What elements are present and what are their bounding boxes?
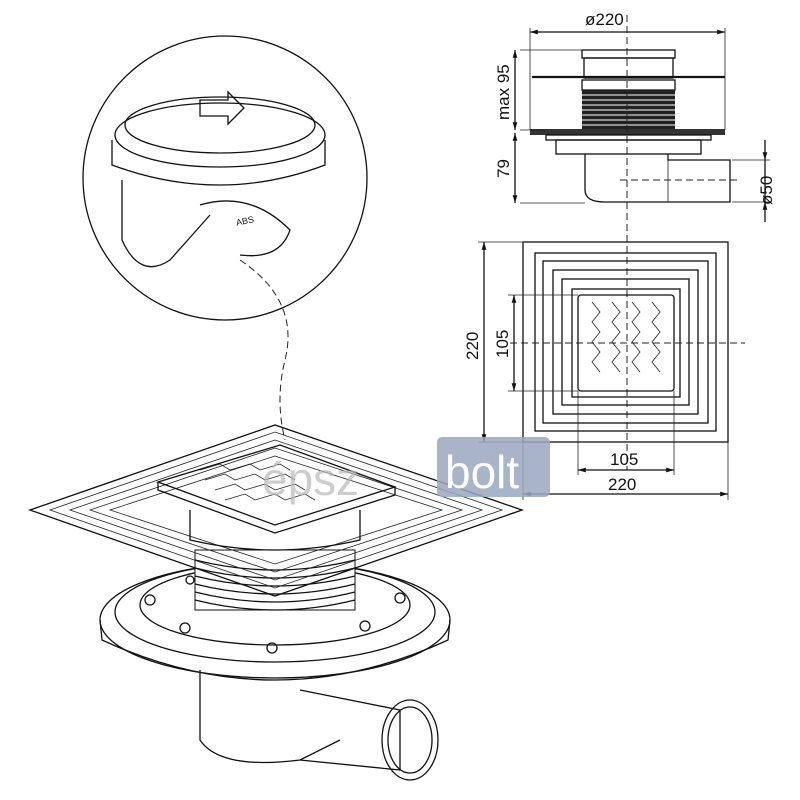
dimension-plan-width: 220 (608, 475, 636, 494)
dimension-grate-width: 105 (610, 450, 638, 469)
svg-text:bolt: bolt (445, 446, 519, 498)
detail-circle-trap: ABS (82, 35, 368, 441)
dimension-outlet-diameter: ø50 (757, 176, 776, 205)
dimension-plan-height: 220 (463, 332, 482, 360)
threaded-body (582, 90, 675, 130)
detail-label: ABS (235, 214, 255, 228)
dimension-top-diameter: ø220 (585, 10, 624, 29)
dimension-max-height: max 95 (494, 64, 513, 120)
watermark-logo: épsz bolt (262, 437, 550, 505)
dimension-grate-height: 105 (493, 330, 512, 358)
dimension-body-height: 79 (494, 159, 513, 178)
side-elevation-view: ø220 max 95 79 ø50 (494, 10, 776, 222)
isometric-assembly (28, 424, 524, 781)
svg-text:épsz: épsz (262, 453, 359, 505)
